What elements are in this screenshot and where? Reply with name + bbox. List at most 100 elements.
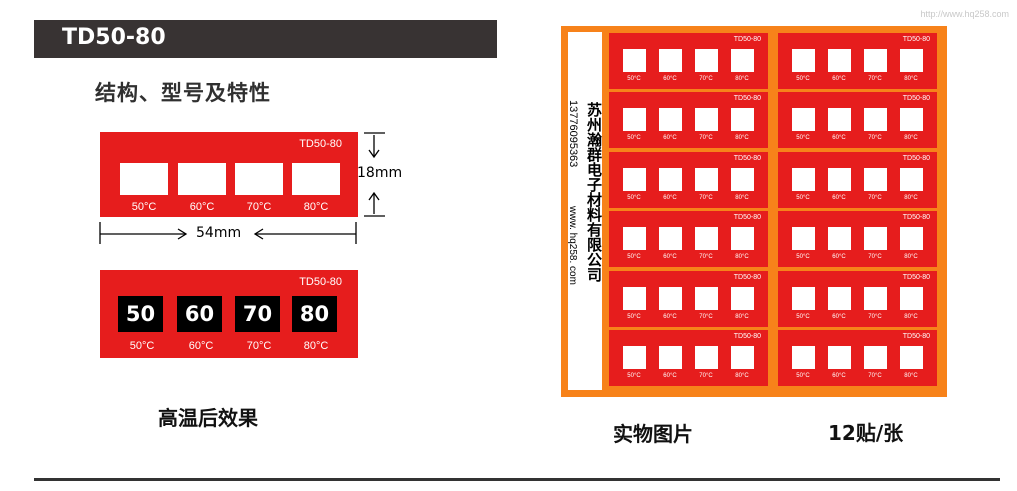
company-web: www. hq258. com	[567, 206, 578, 285]
mini-temp-label: 50°C	[627, 373, 641, 379]
mini-temp-square	[623, 49, 646, 72]
mini-temp-label: 60°C	[663, 195, 677, 201]
mini-temp-square	[731, 108, 754, 131]
mini-temp-square	[659, 49, 682, 72]
mini-temp-square	[792, 168, 815, 191]
mini-label: TD50-80 50°C 60°C 70°C 80°C	[778, 152, 937, 208]
watermark: http://www.hq258.com	[920, 9, 1009, 19]
mini-label-code: TD50-80	[902, 155, 930, 162]
mini-temp-label: 60°C	[832, 254, 846, 260]
mini-temp-label: 70°C	[699, 373, 713, 379]
mini-temp-label: 70°C	[699, 76, 713, 82]
mini-temp-label: 60°C	[832, 373, 846, 379]
temp-square-60	[178, 163, 226, 195]
mini-temp-square	[792, 346, 815, 369]
mini-label-code: TD50-80	[733, 36, 761, 43]
mini-temp-square	[695, 287, 718, 310]
mini-temp-square	[828, 108, 851, 131]
mini-temp-square	[864, 346, 887, 369]
mini-temp-label: 80°C	[735, 195, 749, 201]
mini-temp-label: 60°C	[832, 135, 846, 141]
mini-temp-label: 50°C	[796, 76, 810, 82]
mini-temp-square	[731, 49, 754, 72]
mini-label-code: TD50-80	[902, 214, 930, 221]
mini-temp-label: 50°C	[627, 195, 641, 201]
mini-temp-square	[695, 227, 718, 250]
temp-label: 60°C	[188, 340, 214, 352]
mini-temp-label: 60°C	[832, 314, 846, 320]
mini-temp-square	[731, 168, 754, 191]
temp-label: 80°C	[303, 340, 329, 352]
mini-temp-label: 60°C	[832, 76, 846, 82]
company-phone: 13776095363	[567, 100, 579, 168]
mini-temp-square	[792, 49, 815, 72]
sheet-photo: 苏州瀚群电子材料有限公司 TD50-80 50°C 60°C 70°C 80°C TD50…	[561, 26, 947, 397]
mini-temp-square	[828, 227, 851, 250]
temp-label: 70°C	[246, 201, 272, 213]
temp-label: 60°C	[189, 201, 215, 213]
mini-temp-label: 70°C	[699, 314, 713, 320]
mini-temp-square	[828, 287, 851, 310]
mini-label-code: TD50-80	[902, 274, 930, 281]
temp-square-80-black: 80	[292, 296, 337, 332]
mini-temp-label: 80°C	[904, 76, 918, 82]
mini-temp-square	[864, 108, 887, 131]
mini-temp-label: 60°C	[663, 76, 677, 82]
mini-temp-label: 50°C	[627, 135, 641, 141]
mini-temp-label: 70°C	[868, 195, 882, 201]
mini-temp-label: 70°C	[868, 254, 882, 260]
mini-temp-label: 50°C	[796, 195, 810, 201]
mini-temp-label: 50°C	[627, 254, 641, 260]
mini-temp-square	[792, 287, 815, 310]
mini-temp-label: 70°C	[699, 254, 713, 260]
bottom-divider	[34, 478, 1000, 481]
mini-temp-square	[731, 287, 754, 310]
mini-temp-label: 70°C	[699, 135, 713, 141]
mini-temp-label: 80°C	[904, 254, 918, 260]
label-after-heat: TD50-80 50 60 70 80 50°C 60°C 70°C 80°C	[100, 270, 358, 358]
temp-label: 70°C	[246, 340, 272, 352]
company-strip: 苏州瀚群电子材料有限公司	[568, 32, 603, 390]
mini-temp-square	[731, 346, 754, 369]
company-name: 苏州瀚群电子材料有限公司	[585, 102, 603, 282]
mini-temp-square	[828, 49, 851, 72]
mini-temp-label: 80°C	[904, 195, 918, 201]
mini-temp-label: 60°C	[663, 314, 677, 320]
mini-temp-square	[864, 168, 887, 191]
label-code: TD50-80	[299, 276, 342, 288]
page-title: TD50-80	[62, 25, 166, 50]
mini-temp-square	[792, 227, 815, 250]
mini-temp-label: 60°C	[832, 195, 846, 201]
mini-temp-square	[695, 49, 718, 72]
mini-temp-label: 80°C	[735, 314, 749, 320]
mini-temp-label: 80°C	[904, 373, 918, 379]
mini-temp-square	[659, 108, 682, 131]
mini-label-code: TD50-80	[902, 333, 930, 340]
mini-label-code: TD50-80	[902, 95, 930, 102]
mini-temp-label: 50°C	[796, 135, 810, 141]
mini-label-code: TD50-80	[733, 333, 761, 340]
mini-temp-square	[900, 168, 923, 191]
mini-temp-label: 70°C	[699, 195, 713, 201]
mini-temp-square	[828, 346, 851, 369]
label-code: TD50-80	[299, 138, 342, 150]
mini-temp-square	[623, 168, 646, 191]
mini-temp-square	[864, 49, 887, 72]
mini-temp-square	[792, 108, 815, 131]
temp-square-50-black: 50	[118, 296, 163, 332]
temp-label: 50°C	[129, 340, 155, 352]
temp-square-70	[235, 163, 283, 195]
mini-label-code: TD50-80	[733, 155, 761, 162]
label-normal: TD50-80 50°C 60°C 70°C 80°C	[100, 132, 358, 217]
mini-temp-square	[900, 287, 923, 310]
temp-square-60-black: 60	[177, 296, 222, 332]
mini-temp-square	[695, 168, 718, 191]
